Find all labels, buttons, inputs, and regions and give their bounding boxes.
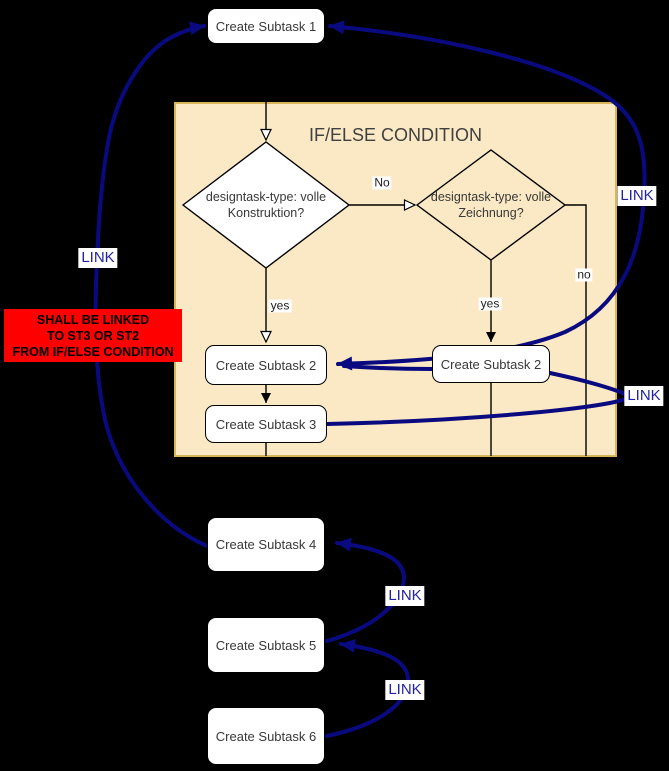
note-line-1: SHALL BE LINKED [36, 312, 150, 327]
node-subtask5-label: Create Subtask 5 [215, 637, 317, 653]
branch-label-yes-left: yes [268, 298, 292, 313]
node-subtask2-right-label: Create Subtask 2 [440, 356, 542, 372]
decision-zeichnung [415, 149, 567, 261]
link-label-between-4-5: LINK [385, 586, 425, 606]
decision-konstruktion-label: designtask-type: volle Konstruktion? [206, 189, 326, 221]
container-title: IF/ELSE CONDITION [308, 125, 483, 145]
node-subtask1-label: Create Subtask 1 [215, 18, 317, 34]
decision-zeichnung-line2: Zeichnung? [458, 206, 524, 220]
edge-no-branch-down [565, 204, 587, 456]
link-label-mid-right: LINK [624, 386, 664, 406]
note-shall-be-linked: SHALL BE LINKED TO ST3 OR ST2 FROM IF/EL… [4, 309, 182, 362]
branch-label-no-upper: No [372, 175, 392, 190]
link-subtask2right-subtask3-loop [325, 371, 636, 426]
decision-zeichnung-line1: designtask-type: volle [430, 190, 552, 204]
node-subtask3-label: Create Subtask 3 [215, 416, 317, 432]
node-subtask4-label: Create Subtask 4 [215, 537, 317, 552]
link-subtask6-to-subtask5 [325, 639, 411, 738]
note-line-3: FROM IF/ELSE CONDITION [12, 344, 174, 359]
node-subtask6-label: Create Subtask 6 [215, 728, 317, 744]
node-subtask2-right: Create Subtask 2 [432, 345, 550, 383]
decision-konstruktion-line2: Konstruktion? [227, 206, 305, 220]
node-subtask2-left-label: Create Subtask 2 [215, 357, 317, 373]
node-subtask4: Create Subtask 4 [207, 517, 325, 572]
node-subtask3: Create Subtask 3 [205, 405, 327, 443]
link-label-top-right: LINK [617, 186, 657, 206]
node-subtask1: Create Subtask 1 [207, 8, 325, 44]
link-subtask4-to-subtask1 [93, 21, 209, 548]
node-subtask2-left: Create Subtask 2 [205, 345, 327, 385]
branch-label-yes-right: yes [478, 296, 502, 311]
link-label-left: LINK [78, 248, 118, 268]
branch-label-no-right: no [575, 267, 593, 282]
decision-konstruktion-line1: designtask-type: volle [205, 190, 327, 204]
node-subtask5: Create Subtask 5 [207, 617, 325, 673]
node-subtask6: Create Subtask 6 [207, 707, 325, 765]
note-line-2: TO ST3 OR ST2 [46, 328, 140, 343]
link-label-between-5-6: LINK [385, 680, 425, 700]
link-subtask5-to-subtask4 [325, 537, 407, 643]
if-else-container [174, 102, 617, 457]
link-subtask2right-to-subtask2left [342, 364, 434, 371]
decision-zeichnung-label: designtask-type: volle Zeichnung? [431, 189, 551, 221]
